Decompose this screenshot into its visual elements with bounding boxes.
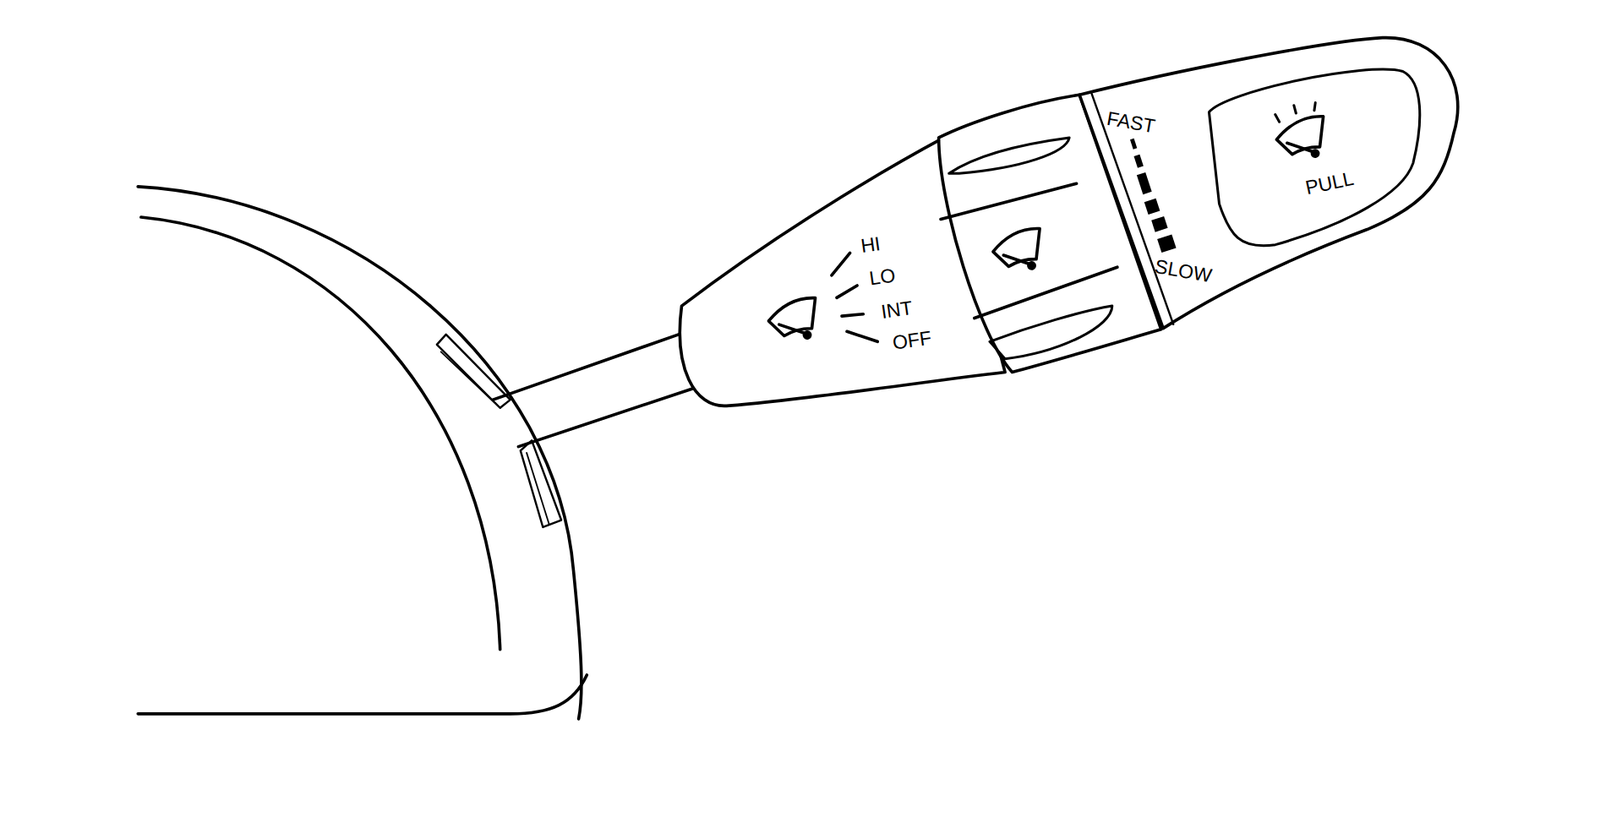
control-label: LO [868,266,897,290]
end-cap [1079,38,1459,329]
stalk-rod [492,334,702,448]
washer-icon [1269,98,1333,166]
speed-scale [1130,138,1177,253]
control-label: HI [859,234,882,257]
control-label: INT [879,298,914,323]
steering-column [137,186,587,720]
wiper-icon [989,226,1049,278]
wiper-icon [765,295,825,347]
